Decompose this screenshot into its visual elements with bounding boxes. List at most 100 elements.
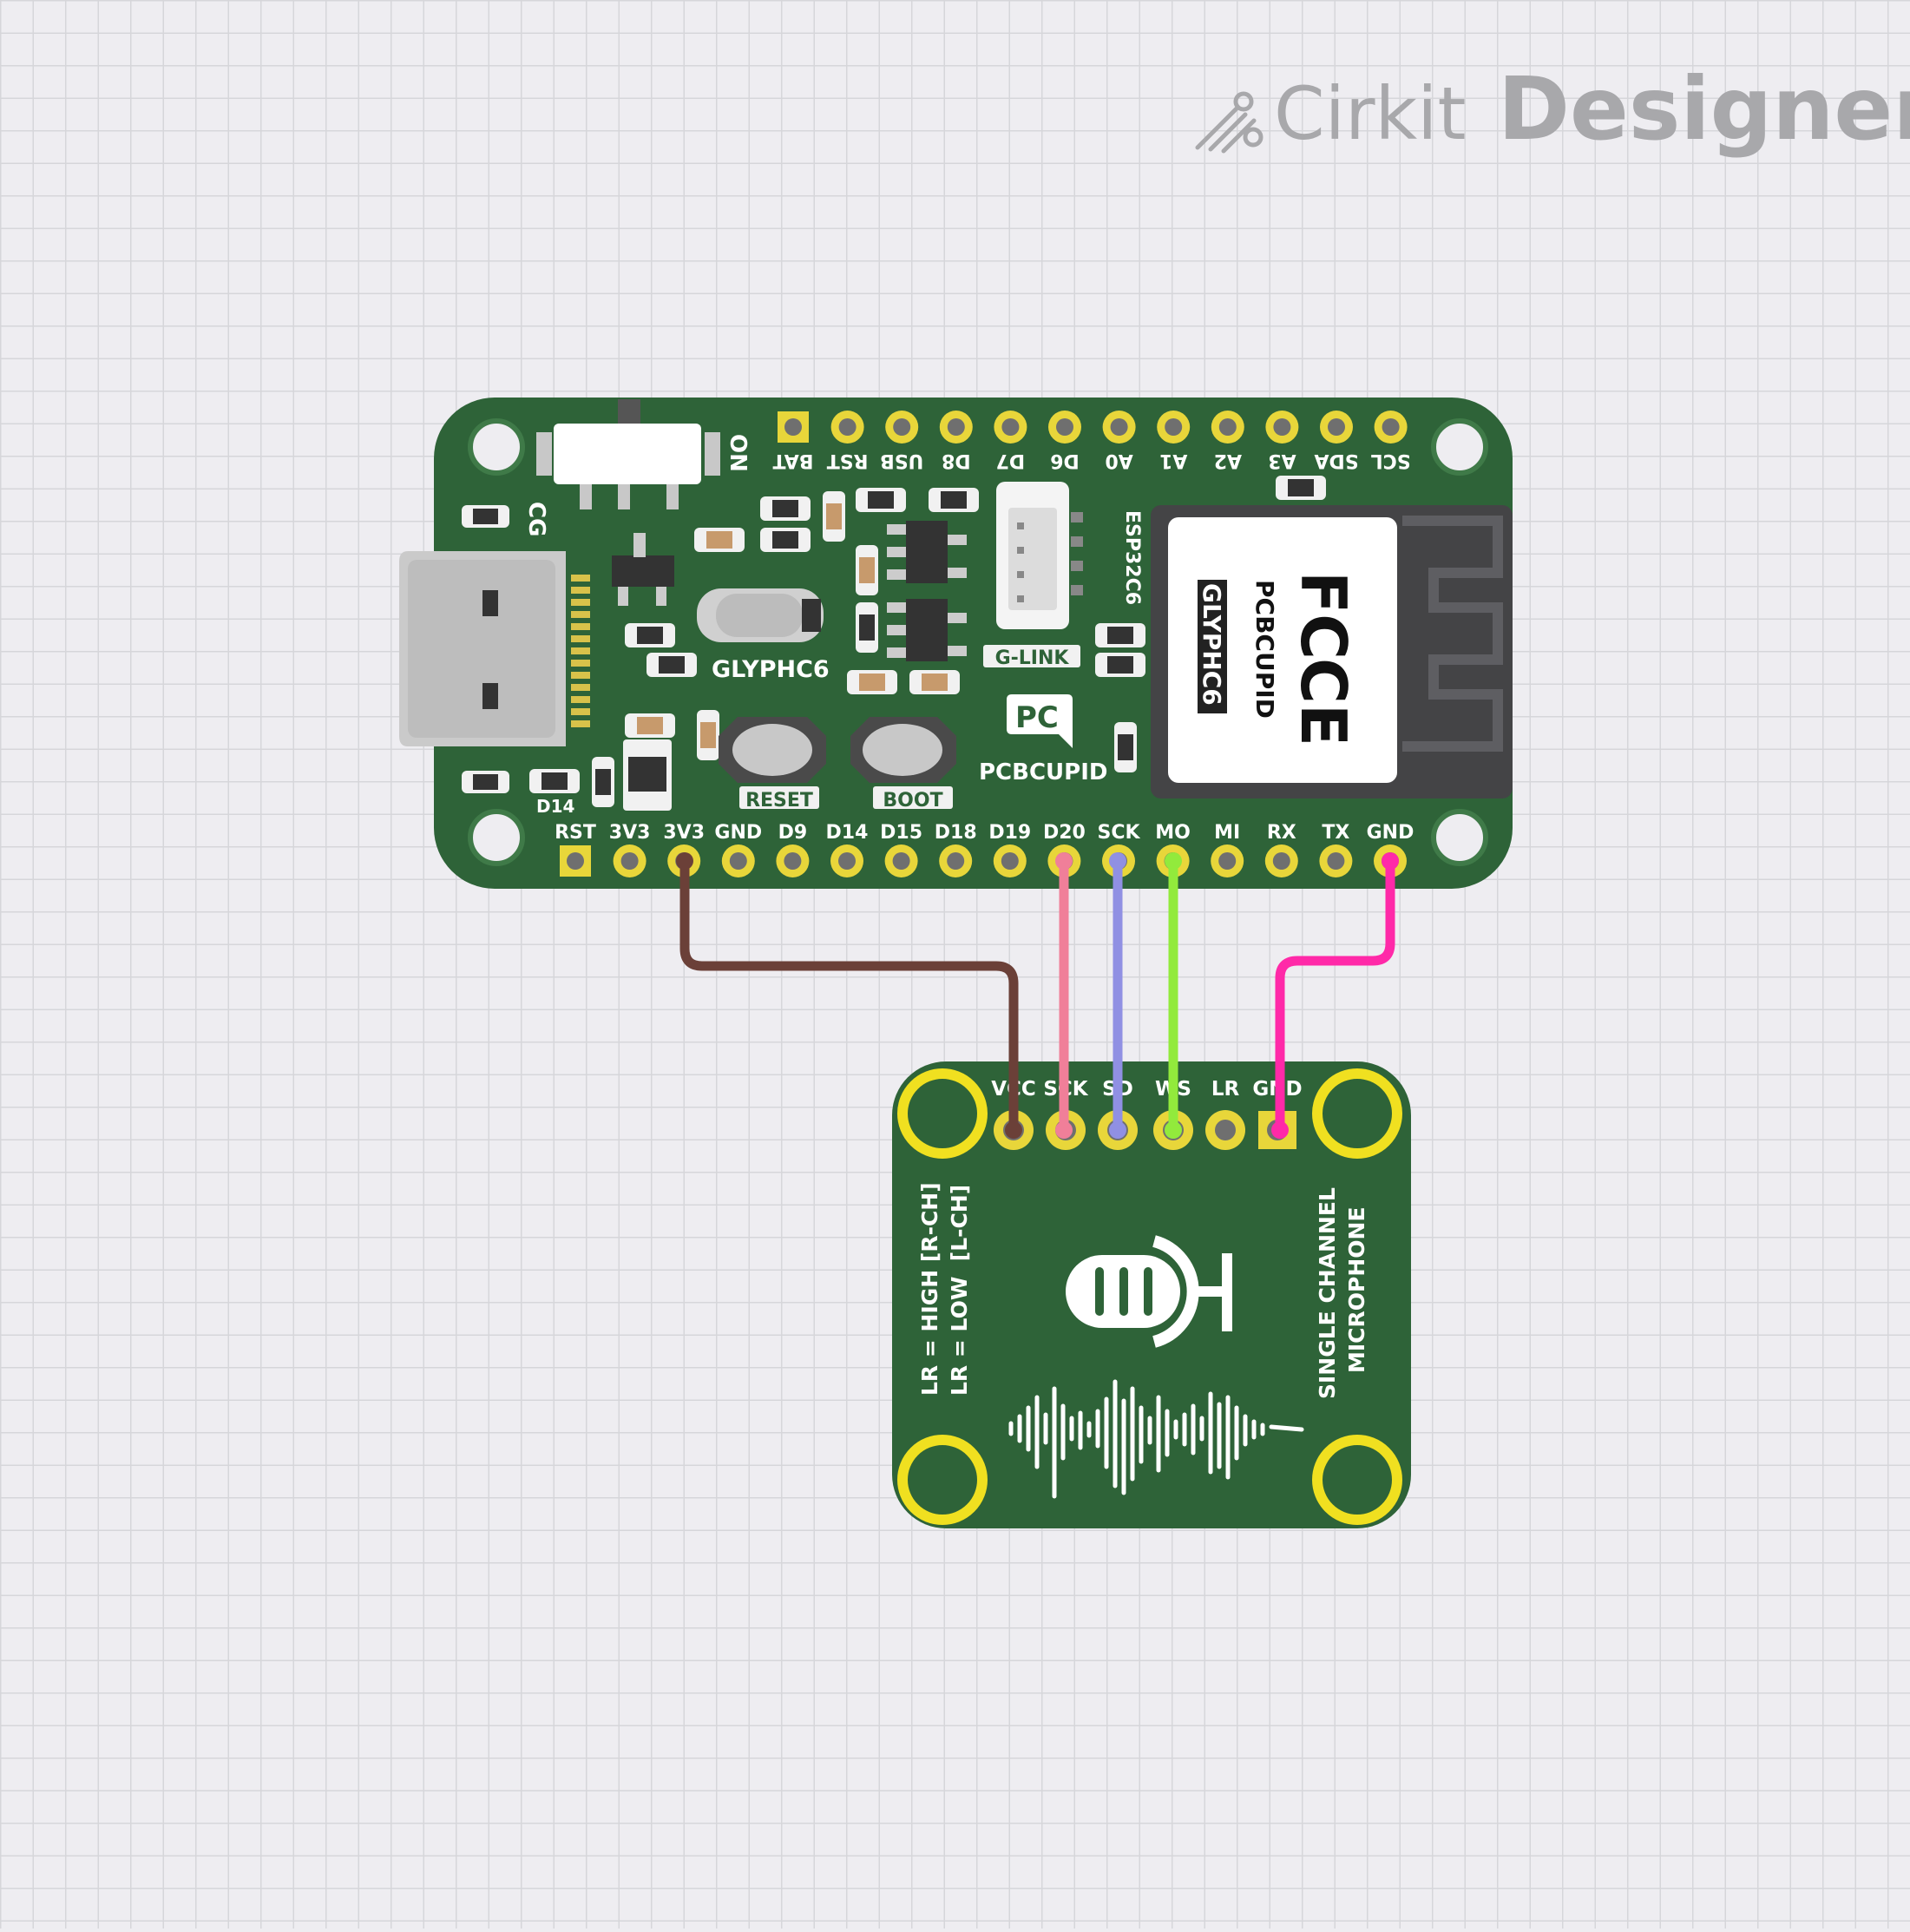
mount-hole xyxy=(1431,418,1488,476)
reset-button[interactable] xyxy=(719,717,826,809)
pin-label: 3V3 xyxy=(609,822,651,844)
cert-fc: FC xyxy=(1287,571,1360,660)
pin-bottom-rx-13[interactable]: RX xyxy=(1264,822,1298,877)
charge-label: CG xyxy=(523,502,549,536)
mic-pin-label: LR xyxy=(1211,1078,1240,1101)
pin-label: SDA xyxy=(1314,450,1358,471)
pin-top-a2[interactable]: A2 xyxy=(1211,411,1244,471)
pin-label: A2 xyxy=(1214,450,1242,471)
wires xyxy=(679,856,1395,1135)
pin-label: TX xyxy=(1322,822,1349,844)
pin-bottom-3v3-1[interactable]: 3V3 xyxy=(609,822,651,877)
wire-endpoints xyxy=(676,852,1399,1139)
wire-gnd-gnd[interactable] xyxy=(1275,856,1395,1135)
reset-label: RESET xyxy=(745,790,813,812)
glink-label-bg xyxy=(983,645,1080,667)
pin-label: D6 xyxy=(1050,450,1080,471)
pin-label: D9 xyxy=(778,822,808,844)
cirkit-logo-icon xyxy=(1195,91,1263,154)
led-label: D14 xyxy=(536,796,574,817)
pin-bottom-d15-6[interactable]: D15 xyxy=(880,822,922,877)
pin-top-d7[interactable]: D7 xyxy=(994,411,1027,471)
mic-mount-hole xyxy=(897,1435,988,1525)
pin-label: RX xyxy=(1267,822,1296,844)
glink-connector xyxy=(996,482,1083,629)
pin-label: SCK xyxy=(1097,822,1140,844)
silk-brand: PCBCUPID xyxy=(979,759,1107,785)
module-brand: PCBCUPID xyxy=(1250,580,1279,719)
pin-label: GND xyxy=(1367,822,1414,844)
module-model-bg xyxy=(1198,580,1227,713)
pin-bottom-gnd-3[interactable]: GND xyxy=(714,822,762,877)
pin-bottom-d14-5[interactable]: D14 xyxy=(826,822,869,877)
pin-top-bat[interactable]: BAT xyxy=(772,411,814,471)
pin-label: SCL xyxy=(1371,450,1411,471)
pin-label: D14 xyxy=(826,822,869,844)
pin-top-scl[interactable]: SCL xyxy=(1371,411,1411,471)
pin-bottom-d19-8[interactable]: D19 xyxy=(988,822,1031,877)
pin-top-a0[interactable]: A0 xyxy=(1102,411,1136,471)
usb-connector xyxy=(399,551,590,746)
pin-top-rst[interactable]: RST xyxy=(827,411,869,471)
pin-top-d6[interactable]: D6 xyxy=(1048,411,1081,471)
wire-3v3-vcc[interactable] xyxy=(679,856,1019,1135)
boot-label: BOOT xyxy=(883,790,942,812)
pin-bottom-d18-7[interactable]: D18 xyxy=(935,822,977,877)
mic-mount-hole xyxy=(897,1068,988,1159)
pcbcupid-logo-icon: PC xyxy=(1007,694,1073,748)
pin-label: D19 xyxy=(988,822,1031,844)
pin-top-a3[interactable]: A3 xyxy=(1265,411,1299,471)
logo-text: PC xyxy=(1015,700,1059,735)
mic-note-low: LR = LOW [L-CH] xyxy=(947,1185,972,1396)
pin-label: USB xyxy=(880,450,923,471)
pin-label: MI xyxy=(1214,822,1240,844)
pin-label: GND xyxy=(714,822,762,844)
switch-label: ON xyxy=(725,434,751,472)
pin-top-a1[interactable]: A1 xyxy=(1157,411,1191,471)
pin-bottom-d9-4[interactable]: D9 xyxy=(776,822,810,877)
power-switch[interactable] xyxy=(536,399,720,509)
module-model: GLYPHC6 xyxy=(1198,583,1226,706)
smd-components xyxy=(462,476,1326,811)
waveform-icon xyxy=(1008,1379,1304,1499)
mic-title-2: MICROPHONE xyxy=(1344,1206,1369,1373)
pin-label: D20 xyxy=(1043,822,1086,844)
pin-bottom-tx-14[interactable]: TX xyxy=(1319,822,1353,877)
pin-top-usb[interactable]: USB xyxy=(880,411,923,471)
mount-hole xyxy=(468,809,525,866)
pin-label: D8 xyxy=(942,450,971,471)
glink-label: G-LINK xyxy=(995,647,1070,669)
crystal xyxy=(697,588,824,642)
mic-mount-hole xyxy=(1312,1068,1402,1159)
pin-label: BAT xyxy=(772,450,813,471)
pin-label: A3 xyxy=(1268,450,1296,471)
pin-bottom-rst-0[interactable]: RST xyxy=(555,822,596,877)
pin-bottom-mi-12[interactable]: MI xyxy=(1211,822,1244,877)
chip-label: ESP32C6 xyxy=(1121,510,1143,605)
silk-board-name: GLYPHC6 xyxy=(712,656,830,683)
pin-label: 3V3 xyxy=(663,822,705,844)
microphone-icon xyxy=(1066,1235,1232,1348)
pin-top-d8[interactable]: D8 xyxy=(939,411,973,471)
brand-bold: Designer xyxy=(1498,58,1910,160)
pin-label: RST xyxy=(827,450,869,471)
pin-label: D18 xyxy=(935,822,977,844)
cert-ce: CE xyxy=(1287,658,1360,746)
mic-title-1: SINGLE CHANNEL xyxy=(1315,1187,1340,1399)
pin-label: MO xyxy=(1155,822,1191,844)
glyphc6-board[interactable]: ON CG xyxy=(399,398,1513,889)
pin-label: A1 xyxy=(1159,450,1187,471)
mount-hole xyxy=(1431,809,1488,866)
pin-label: RST xyxy=(555,822,596,844)
boot-button[interactable] xyxy=(850,717,956,809)
mic-mount-hole xyxy=(1312,1435,1402,1525)
mic-pin-lr[interactable]: LR xyxy=(1205,1078,1245,1150)
pin-top-sda[interactable]: SDA xyxy=(1314,411,1359,471)
pin-label: A0 xyxy=(1105,450,1132,471)
brand-light: Cirkit xyxy=(1274,71,1466,156)
mic-note-high: LR = HIGH [R-CH] xyxy=(917,1182,942,1396)
